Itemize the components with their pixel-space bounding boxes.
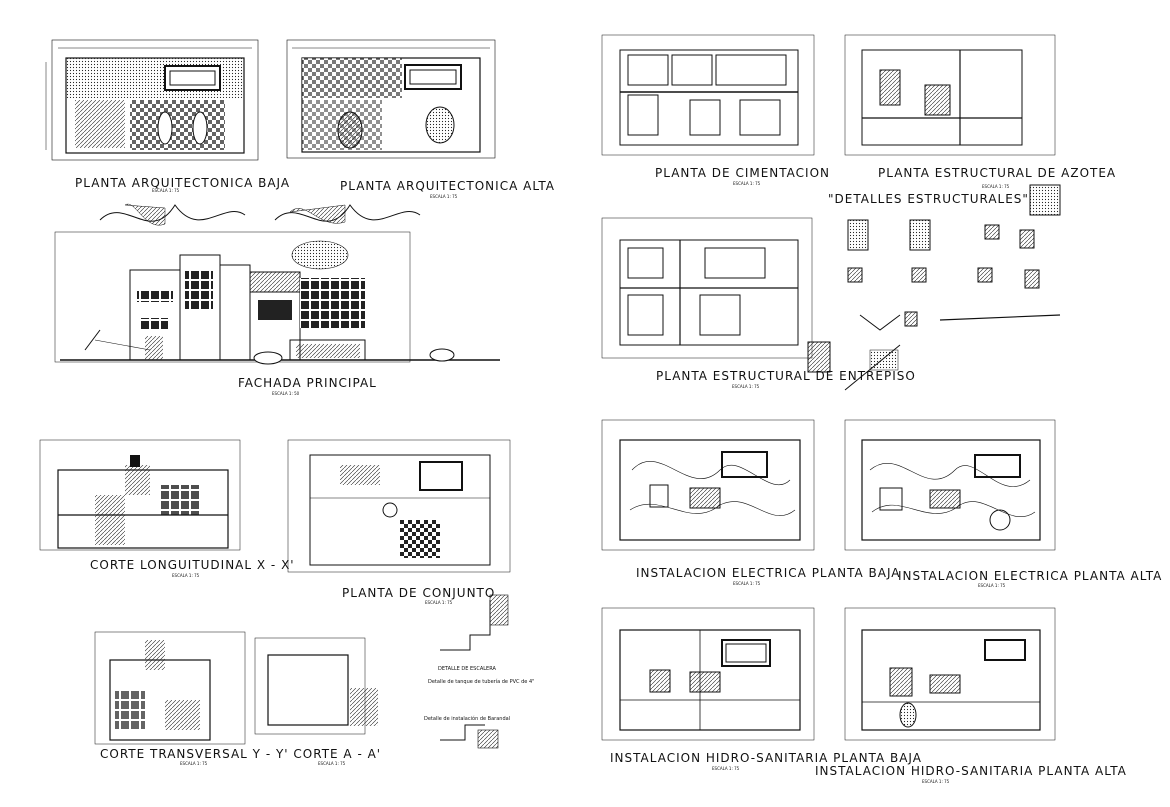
detalle-escalera-drawing (440, 594, 509, 749)
elec-baja-drawing (601, 419, 815, 551)
scale-elec-baja: ESCALA 1: 75 (733, 581, 761, 586)
title-planta-alta: PLANTA ARQUITECTONICA ALTA (340, 179, 555, 193)
corte-transversal-drawing (94, 631, 378, 745)
scale-planta-baja: ESCALA 1: 75 (152, 188, 180, 193)
scale-hidro-baja: ESCALA 1: 75 (712, 766, 740, 771)
scale-azotea: ESCALA 1: 75 (982, 184, 1010, 189)
title-azotea: PLANTA ESTRUCTURAL DE AZOTEA (878, 166, 1116, 180)
elec-alta-drawing (844, 419, 1056, 551)
planta-alta-drawing (286, 39, 496, 159)
detalles-estructurales-drawing (847, 219, 1061, 331)
scale-fachada: ESCALA 1: 50 (272, 391, 300, 396)
fachada-drawing (54, 231, 500, 365)
title-hidro-alta: INSTALACION HIDRO-SANITARIA PLANTA ALTA (815, 764, 1127, 778)
label-detalle-pvc: Detalle de tanque de tubería de PVC de 4… (428, 678, 534, 685)
scale-elec-alta: ESCALA 1: 75 (978, 583, 1006, 588)
label-detalle-inst: Detalle de instalación de Barandal (424, 715, 510, 722)
scale-cimentacion: ESCALA 1: 75 (733, 181, 761, 186)
planta-baja-drawing (45, 39, 259, 161)
scale-corte-aa: ESCALA 1: 75 (318, 761, 346, 766)
scale-corte-long: ESCALA 1: 75 (172, 573, 200, 578)
title-conjunto: PLANTA DE CONJUNTO (342, 586, 495, 600)
entrepiso-drawing (601, 217, 901, 391)
title-corte-long: CORTE LONGUITUDINAL X - X' (90, 558, 295, 572)
title-elec-alta: INSTALACION ELECTRICA PLANTA ALTA (898, 569, 1162, 583)
scale-hidro-alta: ESCALA 1: 75 (922, 779, 950, 784)
label-escalera: DETALLE DE ESCALERA (438, 666, 496, 672)
title-corte-trans: CORTE TRANSVERSAL Y - Y' CORTE A - A' (100, 747, 381, 761)
azotea-drawing (844, 34, 1061, 216)
title-entrepiso: PLANTA ESTRUCTURAL DE ENTREPISO (656, 369, 916, 383)
cimentacion-drawing (601, 34, 815, 156)
title-elec-baja: INSTALACION ELECTRICA PLANTA BAJA (636, 566, 900, 580)
title-hidro-baja: INSTALACION HIDRO-SANITARIA PLANTA BAJA (610, 751, 922, 765)
title-cimentacion: PLANTA DE CIMENTACION (655, 166, 830, 180)
scale-conjunto: ESCALA 1: 75 (425, 600, 453, 605)
corte-longitudinal-drawing (39, 439, 241, 551)
scale-planta-alta: ESCALA 1: 75 (430, 194, 458, 199)
hidro-baja-drawing (601, 607, 815, 741)
planta-conjunto-drawing (287, 439, 511, 573)
hidro-alta-drawing (844, 607, 1056, 741)
scale-corte-trans: ESCALA 1: 75 (180, 761, 208, 766)
scale-entrepiso: ESCALA 1: 75 (732, 384, 760, 389)
title-planta-baja: PLANTA ARQUITECTONICA BAJA (75, 176, 290, 190)
title-fachada: FACHADA PRINCIPAL (238, 376, 377, 390)
title-detalles: "DETALLES ESTRUCTURALES" (828, 192, 1029, 206)
wave-decoration (99, 203, 421, 226)
